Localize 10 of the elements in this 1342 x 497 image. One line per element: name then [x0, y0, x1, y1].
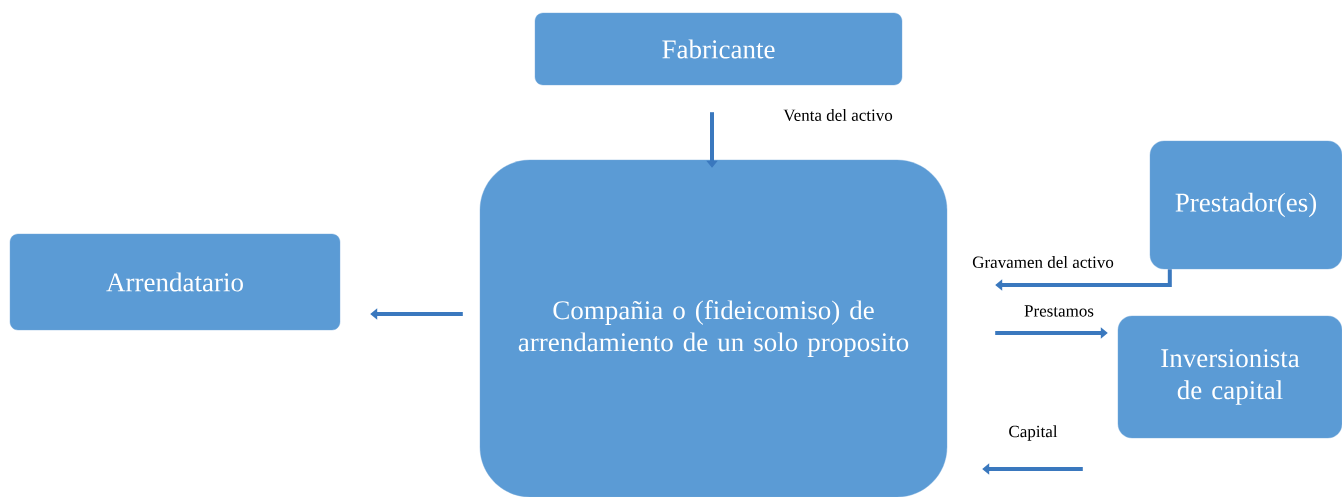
process-box: Arrendatario [9, 233, 341, 331]
process-box: Inversionista de capital [1117, 315, 1342, 439]
process-box: Prestador(es) [1149, 140, 1342, 270]
process-box: Fabricante [534, 12, 903, 86]
edge-label: Prestamos [1023, 304, 1095, 318]
process-box: Compañia o (fideicomiso) de arrendamiento de un solo proposito [479, 159, 948, 497]
edge-label: Capital [1007, 424, 1059, 442]
arrow [995, 269, 1172, 291]
edge-label: Venta del activo [782, 107, 894, 122]
edge-label: Gravamen del activo [971, 255, 1115, 269]
